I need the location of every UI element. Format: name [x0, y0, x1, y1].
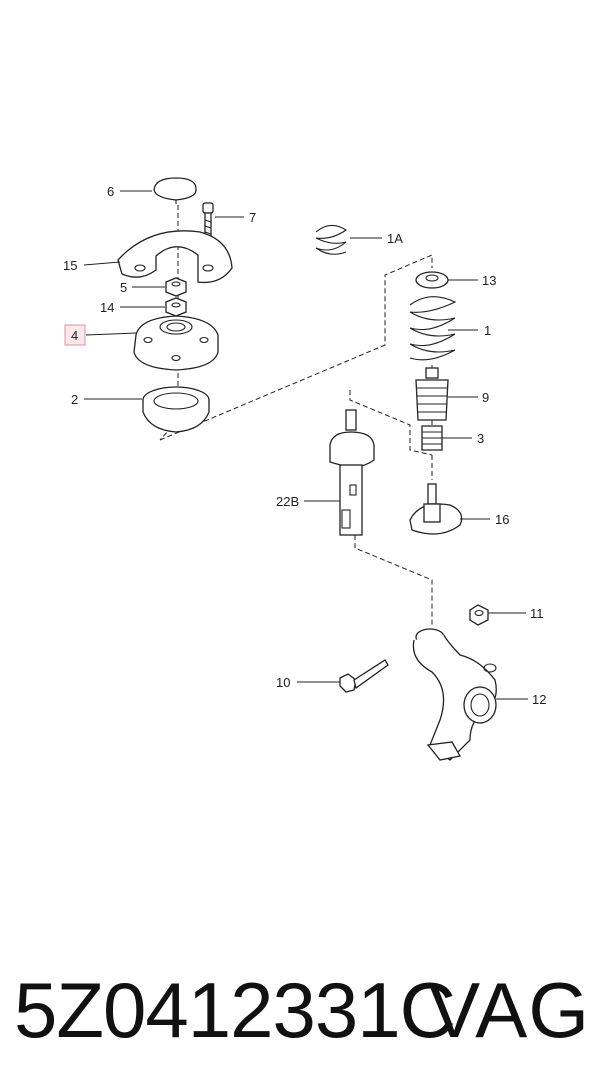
callout-9: 9: [482, 390, 489, 405]
part-cap[interactable]: [153, 177, 197, 204]
callout-13: 13: [482, 273, 496, 288]
assembly-guide-lines: [159, 205, 433, 625]
callout-5: 5: [120, 280, 127, 295]
callout-4: 4: [71, 328, 78, 343]
part-spring-seat[interactable]: [415, 271, 449, 289]
callout-1: 1: [484, 323, 491, 338]
callout-15: 15: [63, 258, 77, 273]
part-heat-shield[interactable]: [117, 230, 233, 284]
brand-name: VAG: [428, 966, 590, 1054]
callout-labels: 6 7 1A 15 13 5 14 1 4 2 9 3 22B 16 11 10…: [63, 184, 546, 707]
part-nut-14[interactable]: [165, 297, 187, 317]
part-bump-stop[interactable]: [421, 425, 443, 451]
callout-10: 10: [276, 675, 290, 690]
callout-6: 6: [107, 184, 114, 199]
leader-lines: [83, 190, 528, 700]
part-spring-1a[interactable]: [315, 224, 347, 255]
callout-16: 16: [495, 512, 509, 527]
callout-1a: 1A: [387, 231, 403, 246]
part-bolt-10[interactable]: [339, 659, 389, 693]
part-coil-spring[interactable]: [409, 296, 457, 361]
callout-3: 3: [477, 431, 484, 446]
part-strut-mount[interactable]: [133, 315, 219, 371]
callout-2: 2: [71, 392, 78, 407]
callout-7: 7: [249, 210, 256, 225]
part-bearing[interactable]: [142, 386, 210, 433]
callout-12: 12: [532, 692, 546, 707]
part-strut[interactable]: [329, 409, 375, 536]
part-number: 5Z0412331C: [14, 966, 456, 1054]
part-nut-5[interactable]: [165, 277, 187, 297]
part-nut-11[interactable]: [469, 604, 489, 626]
part-lower-spring-seat[interactable]: [409, 483, 463, 535]
exploded-parts-diagram: 6 7 1A 15 13 5 14 1 4 2 9 3 22B 16 11 10…: [63, 177, 546, 761]
part-bump-boot[interactable]: [415, 367, 449, 421]
part-caption: 5Z0412331C VAG: [14, 960, 590, 1060]
callout-14: 14: [100, 300, 114, 315]
callout-4-highlight: [64, 324, 86, 346]
callout-11: 11: [530, 606, 544, 621]
part-steering-knuckle[interactable]: [412, 628, 497, 761]
callout-22b: 22B: [276, 494, 299, 509]
